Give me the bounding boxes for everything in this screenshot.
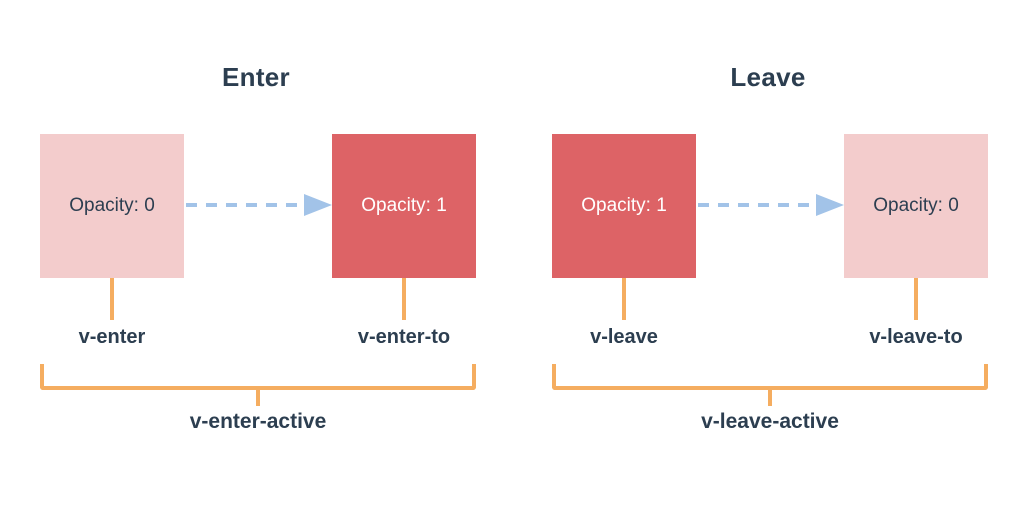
enter-start-connector-line	[110, 278, 114, 320]
leave-end-box: Opacity: 0	[844, 134, 988, 278]
enter-panel-title: Enter	[222, 62, 290, 92]
leave-transition-arrow-icon	[698, 194, 844, 216]
leave-active-bracket	[552, 364, 988, 390]
leave-end-connector-line	[914, 278, 918, 320]
leave-active-bracket-stem	[768, 388, 772, 406]
leave-start-box: Opacity: 1	[552, 134, 696, 278]
enter-panel: Enter Opacity: 0 Opacity: 1 v-enter v-en…	[40, 62, 476, 433]
enter-end-connector-line	[402, 278, 406, 320]
enter-end-box-label: Opacity: 1	[361, 195, 447, 216]
enter-active-bracket-stem	[256, 388, 260, 406]
leave-start-connector-line	[622, 278, 626, 320]
enter-end-box: Opacity: 1	[332, 134, 476, 278]
leave-to-class-label: v-leave-to	[869, 326, 963, 348]
leave-active-class-label: v-leave-active	[701, 410, 839, 433]
enter-start-box: Opacity: 0	[40, 134, 184, 278]
leave-class-label: v-leave	[590, 326, 658, 348]
enter-start-box-label: Opacity: 0	[69, 195, 155, 216]
enter-transition-arrow-icon	[186, 194, 332, 216]
leave-start-box-label: Opacity: 1	[581, 195, 667, 216]
leave-end-box-label: Opacity: 0	[873, 195, 959, 216]
enter-to-class-label: v-enter-to	[357, 326, 451, 348]
leave-panel-title: Leave	[730, 62, 806, 92]
enter-active-bracket	[40, 364, 476, 390]
enter-class-label: v-enter	[78, 326, 146, 348]
leave-panel: Leave Opacity: 1 Opacity: 0 v-leave v-le…	[512, 0, 1024, 512]
enter-active-class-label: v-enter-active	[189, 410, 327, 433]
